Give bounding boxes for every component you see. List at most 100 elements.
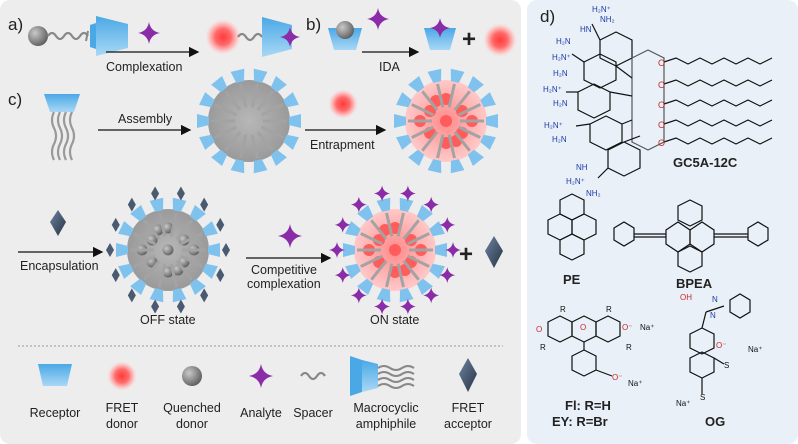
panel-b-analyte	[367, 8, 389, 30]
micelle-receptor-head	[116, 243, 128, 257]
legend-amphiphile-icon	[350, 356, 415, 396]
legend-label-quenched-1: Quenched	[163, 401, 221, 415]
pe-structure	[547, 193, 597, 261]
micelle-receptor-head	[202, 221, 218, 237]
encapsulation-label: Encapsulation	[20, 259, 99, 273]
micelle-receptor-head	[396, 92, 412, 108]
legend-acceptor-icon	[459, 358, 477, 392]
legend-label-spacer: Spacer	[293, 406, 333, 420]
og-labels: OH N N S O⁻ Na⁺ S Na⁺	[676, 293, 762, 408]
legend-spacer-icon	[300, 371, 326, 381]
micelle-receptor-head	[480, 134, 496, 150]
micelle-on-state	[329, 185, 461, 315]
nh2-label-11: NH₂	[586, 189, 601, 198]
og-n-2: N	[710, 311, 716, 320]
fl-name: Fl: R=H	[565, 398, 611, 413]
gc5a-name: GC5A-12C	[673, 155, 738, 170]
micelle-tail	[224, 131, 242, 152]
micelle-receptor-head	[427, 159, 442, 174]
micelle-tail	[169, 212, 178, 237]
hn-label-1: HN	[580, 25, 592, 34]
micelle-empty	[197, 68, 301, 174]
micelle-receptor-head	[270, 149, 287, 167]
micelle-receptor-head	[283, 134, 299, 150]
micelle-tail	[175, 260, 193, 281]
micelle-receptor-head	[435, 243, 447, 257]
o-label-2: O	[658, 80, 665, 90]
legend-quenched-donor-icon	[182, 366, 202, 386]
micelle-tail	[250, 83, 259, 108]
fl-r-2: R	[606, 305, 612, 314]
og-o-minus: O⁻	[716, 341, 726, 350]
micelle-receptor-head	[230, 68, 245, 83]
micelle-receptor-head	[253, 159, 268, 174]
legend-label-amphiphile-1: Macrocyclic	[353, 401, 418, 415]
micelle-bound-acceptor	[151, 299, 160, 314]
micelle-tail	[133, 232, 157, 246]
micelle-tail	[370, 219, 388, 240]
micelle-receptor-head	[270, 75, 287, 93]
legend-label-acceptor-1: FRET	[452, 401, 485, 415]
competitive-analyte	[278, 224, 302, 248]
micelle-tail	[260, 125, 284, 139]
micelle-bound-acceptor	[222, 243, 230, 257]
micelle-tail	[402, 260, 420, 281]
micelle-tail	[158, 263, 167, 288]
legend-label-amphiphile-2: amphiphile	[356, 417, 417, 431]
o-label-3: O	[658, 100, 665, 110]
micelle-bound-acceptor	[111, 217, 120, 232]
og-s-2: S	[700, 393, 705, 402]
og-structure	[689, 293, 751, 394]
panel-a-spacer-2	[237, 32, 263, 42]
micelle-tail	[179, 254, 203, 268]
micelle-tail	[385, 263, 394, 288]
legend-label-receptor: Receptor	[30, 406, 81, 420]
fl-r-3: R	[540, 343, 546, 352]
micelle-with-donors	[394, 68, 498, 174]
legend: Receptor FRET donor Quenched donor Analy…	[30, 356, 492, 431]
legend-label-fret-donor-2: donor	[106, 417, 138, 431]
micelle-tail	[447, 134, 456, 159]
panel-a-arrow-label: Complexation	[106, 60, 182, 74]
panel-c-plus: +	[459, 241, 473, 268]
competitive-label-2: complexation	[247, 277, 321, 291]
og-n-1: N	[712, 295, 718, 304]
fl-o-2: O	[580, 323, 586, 332]
micelle-receptor-head	[208, 243, 220, 257]
micelle-tail	[239, 134, 248, 159]
micelle-tail	[411, 125, 435, 139]
micelle-tail	[457, 125, 481, 139]
micelle-quenched-donor	[162, 244, 174, 256]
o-label-4: O	[658, 120, 665, 130]
fl-o-minus: O⁻	[622, 323, 632, 332]
micelle-tail	[406, 254, 430, 268]
micelle-tail	[360, 254, 384, 268]
micelle-receptor-head	[467, 75, 484, 93]
micelle-bound-acceptor	[176, 299, 185, 314]
micelle-receptor-head	[343, 243, 355, 257]
micelle-receptor-head	[480, 92, 496, 108]
micelle-tail	[396, 263, 405, 288]
micelle-receptor-head	[130, 204, 147, 222]
pe-name: PE	[563, 272, 581, 287]
micelle-receptor-head	[408, 75, 425, 93]
micelle-receptor-head	[408, 149, 425, 167]
panel-d-label: d)	[540, 7, 555, 26]
on-state-label: ON state	[370, 313, 419, 327]
micelle-receptor-head	[429, 221, 445, 237]
micelle-bound-acceptor	[127, 288, 136, 303]
micelle-receptor-head	[189, 204, 206, 222]
competitive-label-1: Competitive	[251, 263, 317, 277]
micelle-receptor-head	[427, 68, 442, 83]
micelle-tail	[250, 134, 259, 159]
og-oh: OH	[680, 293, 692, 302]
micelle-tail	[457, 103, 481, 117]
nh2-label-10: H₂N⁺	[566, 177, 585, 186]
fl-na-1: Na⁺	[640, 323, 654, 332]
og-name: OG	[705, 414, 725, 429]
micelle-receptor-head	[289, 114, 301, 128]
legend-label-fret-donor-1: FRET	[106, 401, 139, 415]
og-na-1: Na⁺	[748, 345, 762, 354]
panel-b-label: b)	[306, 15, 321, 34]
o-label-5: O	[658, 138, 665, 148]
